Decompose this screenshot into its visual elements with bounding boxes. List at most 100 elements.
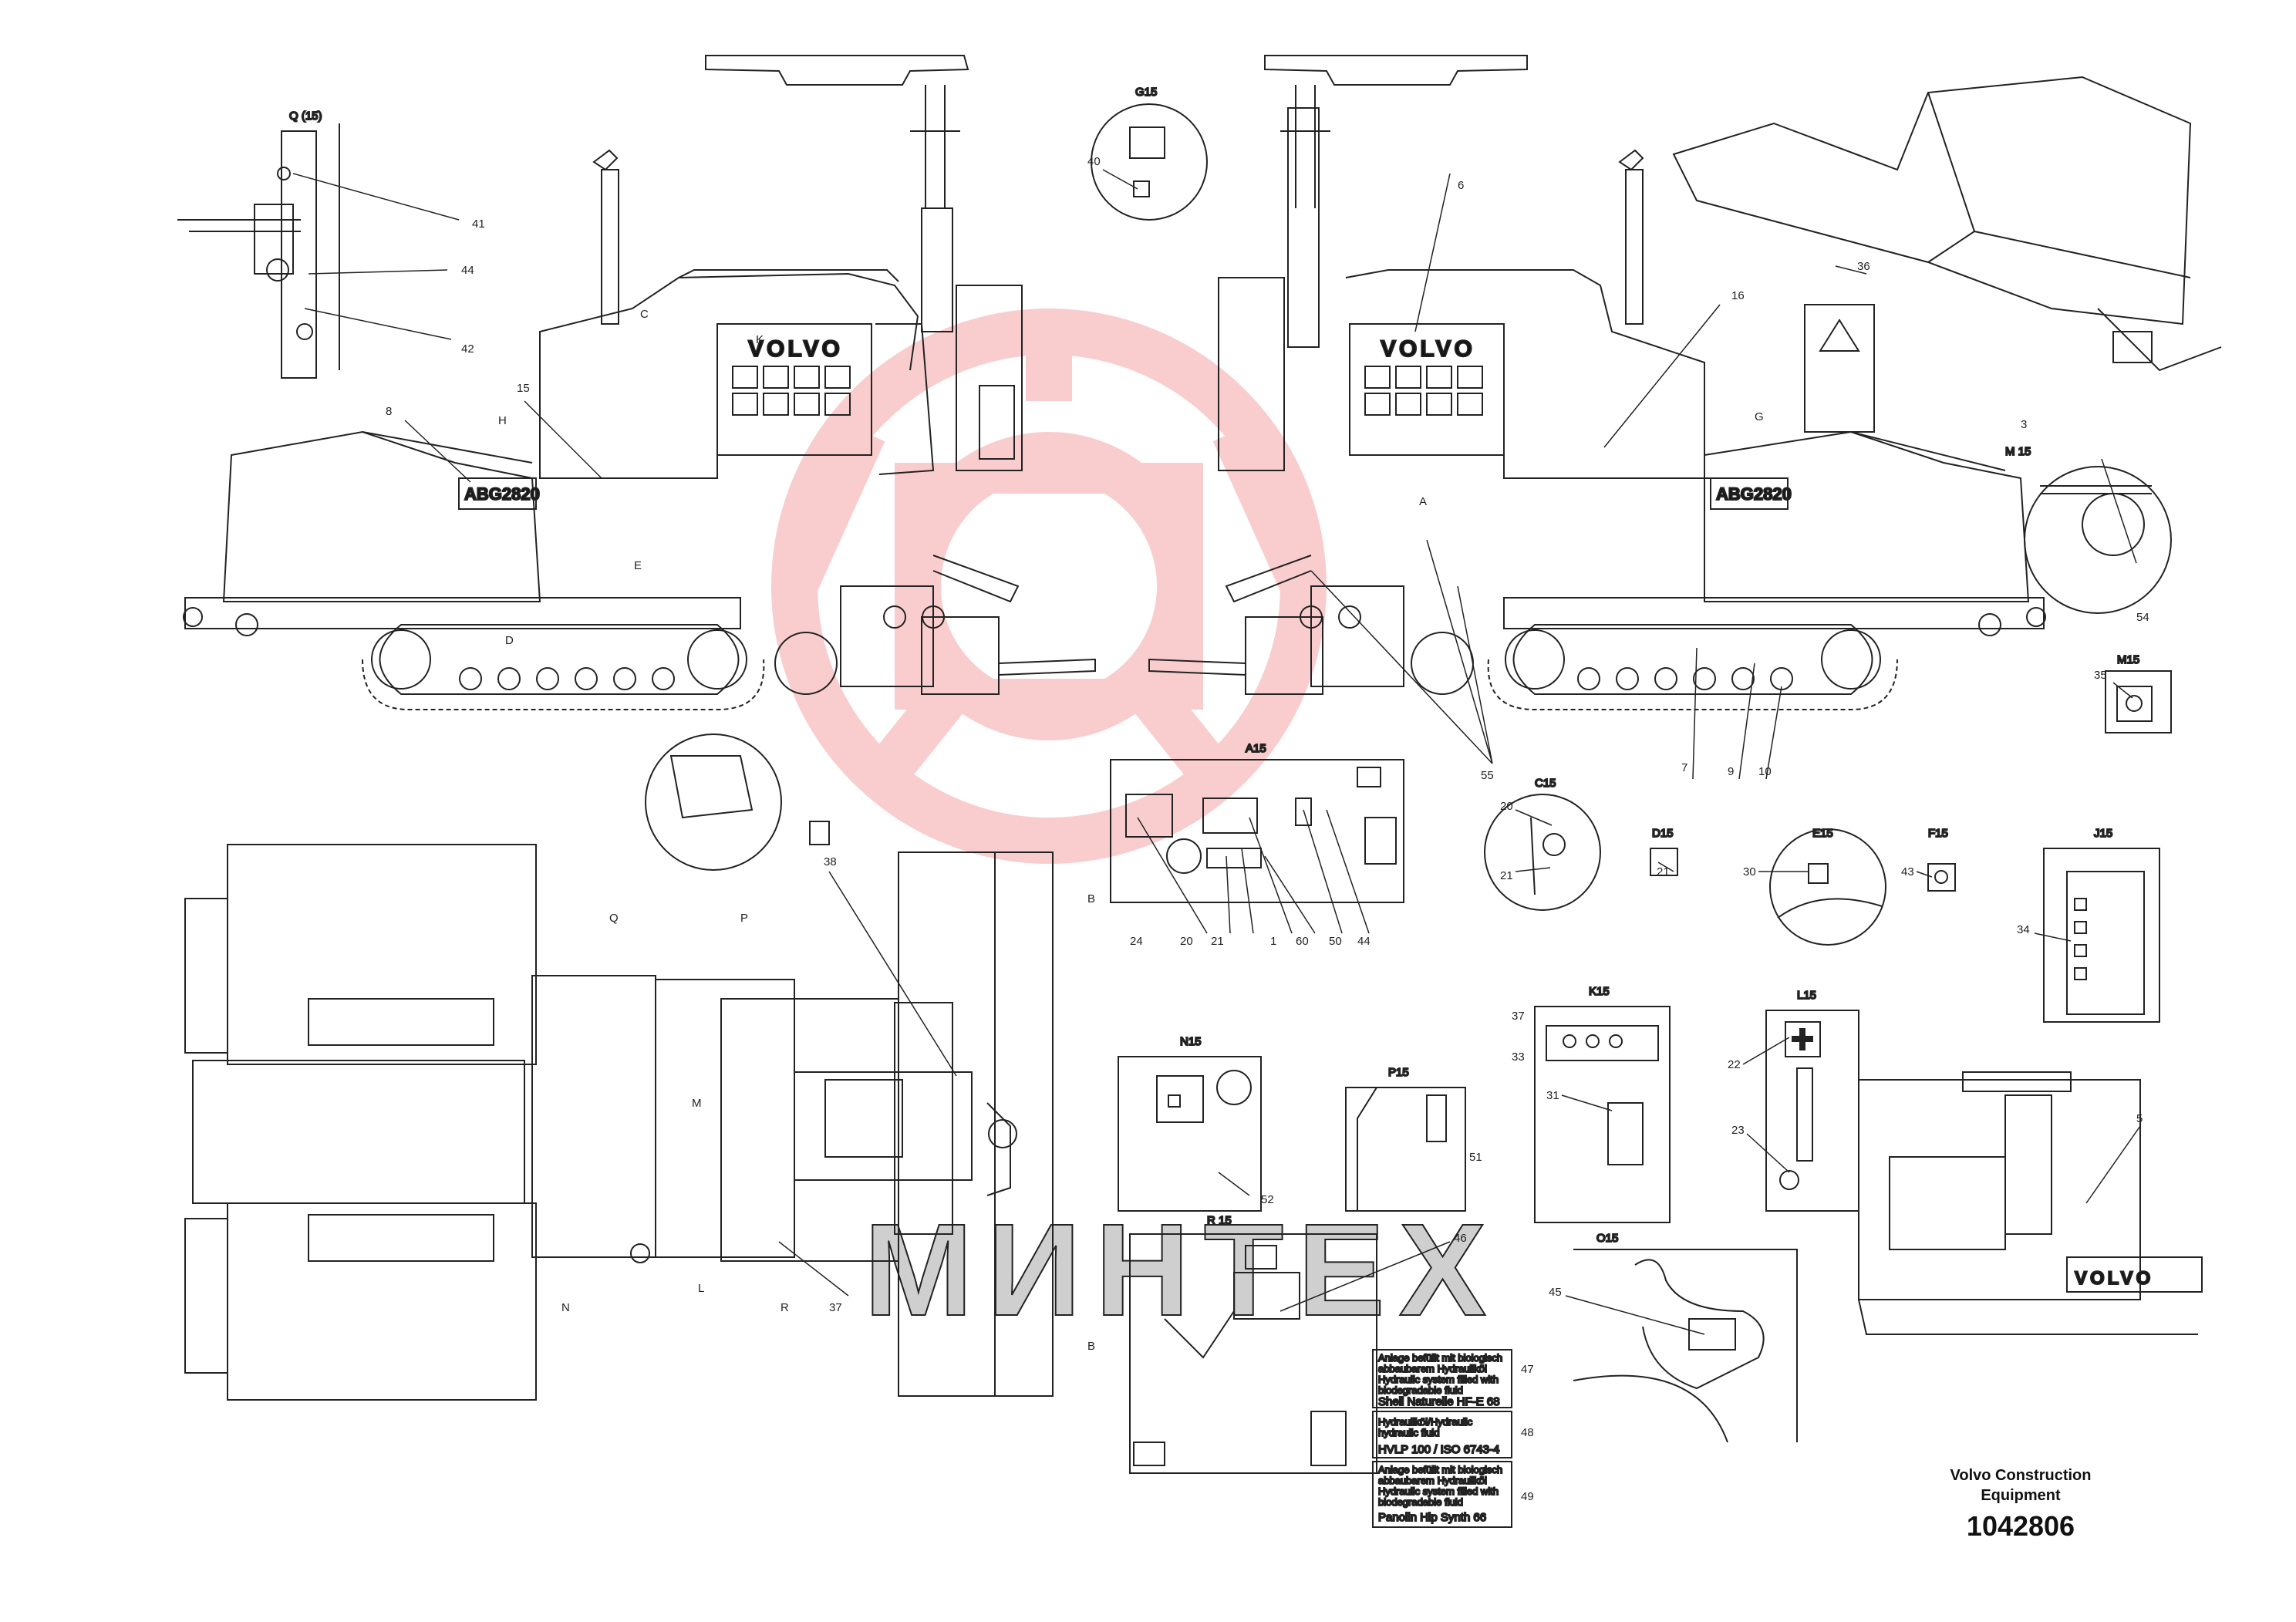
section-label-p15: P15: [1388, 1066, 1409, 1079]
callout-50: 50: [1329, 935, 1342, 948]
detail-view-f15: [1927, 863, 1956, 892]
drawing-number: 1042806: [1966, 1510, 2075, 1542]
detail-view-m15: [2024, 466, 2172, 614]
section-label-d15: D15: [1652, 827, 1674, 840]
detail-view-n15: [1118, 1056, 1262, 1212]
callout-40: 40: [1087, 155, 1101, 168]
section-label-m15: M 15: [2005, 445, 2031, 458]
view-marker-l: L: [698, 1282, 704, 1295]
decal-3-line1: Anlage befüllt mit biologisch: [1378, 1464, 1502, 1475]
right-control-panel: [1364, 366, 1483, 416]
right-machine-model: ABG2820: [1716, 484, 1792, 504]
section-label-a15: A15: [1246, 742, 1266, 755]
callout-38: 38: [824, 855, 837, 868]
machine-top-view: [184, 844, 1054, 1401]
s15-machine-brand: VOLVO: [2075, 1268, 2153, 1289]
detail-view-e15: [1769, 828, 1886, 946]
callout-41: 41: [472, 218, 485, 231]
callout-30: 30: [1743, 865, 1756, 878]
callout-24: 24: [1130, 935, 1143, 948]
decal-2-line2: hydraulic fluid: [1378, 1427, 1440, 1438]
detail-view-k15: [1534, 1006, 1671, 1223]
callout-44: 44: [461, 264, 474, 277]
decal-2-product: HVLP 100 / ISO 6743-4: [1378, 1443, 1499, 1456]
callout-47: 47: [1521, 1363, 1534, 1376]
decal-2-line1: Hydrauliköl/Hydraulic: [1378, 1416, 1473, 1428]
left-machine-brand: VOLVO: [748, 336, 843, 362]
company-name: Volvo Construction Equipment: [1950, 1467, 2092, 1504]
decal-3-product: Panolin Hlp Synth 66: [1378, 1511, 1486, 1524]
decal-1-line3: Hydraulic system filled with: [1378, 1374, 1499, 1385]
callout-21-d15: 21: [1657, 865, 1670, 878]
callout-22: 22: [1728, 1058, 1741, 1071]
decal-3-line4: biodegradable fluid: [1378, 1496, 1463, 1508]
callout-20-c15: 20: [1500, 800, 1513, 813]
view-marker-b-bottom: B: [1087, 1340, 1095, 1353]
left-control-panel: [732, 366, 851, 416]
section-label-r15: R 15: [1207, 1214, 1232, 1227]
callout-6: 6: [1458, 179, 1464, 192]
section-label-g15: G15: [1135, 86, 1157, 99]
section-label-c15: C15: [1535, 777, 1556, 790]
view-marker-m: M: [692, 1097, 702, 1110]
callout-34: 34: [2017, 923, 2030, 936]
watermark-text: МИНТЕХ: [864, 1197, 1500, 1344]
section-label-f15: F15: [1928, 827, 1948, 840]
section-label-n15: N15: [1180, 1035, 1202, 1048]
view-marker-d: D: [505, 634, 514, 647]
detail-view-m15-small: [2105, 670, 2172, 733]
callout-10: 10: [1758, 765, 1772, 778]
left-track-rollers: [371, 629, 747, 690]
right-machine-side-view: VOLVO ABG2820: [1148, 55, 2046, 710]
callout-31: 31: [1546, 1089, 1559, 1102]
section-label-k15: K15: [1589, 985, 1610, 998]
callout-55: 55: [1481, 769, 1494, 782]
view-marker-p: P: [740, 912, 748, 925]
decal-1-product: Shell Naturelle HF-E 68: [1378, 1395, 1500, 1408]
decal-1-line1: Anlage befüllt mit biologisch: [1378, 1352, 1502, 1364]
detail-view-g15: [1091, 103, 1208, 221]
detail-view-p15: [1345, 1087, 1466, 1212]
section-label-o15: O15: [1596, 1232, 1618, 1245]
detail-view-o15: [1573, 1249, 1798, 1443]
callout-15: 15: [517, 382, 530, 395]
callout-52: 52: [1261, 1193, 1274, 1206]
view-marker-g: G: [1755, 410, 1764, 423]
callout-8: 8: [386, 405, 392, 418]
detail-view-j15: [2043, 848, 2160, 1023]
view-marker-r: R: [781, 1301, 789, 1314]
decal-3-line2: abbaubarem Hydrauliköl: [1378, 1475, 1487, 1486]
callout-48: 48: [1521, 1426, 1534, 1439]
section-label-m15-small: M15: [2117, 653, 2139, 666]
watermark-gear-logo: [771, 309, 1327, 864]
detail-view-d15: [1650, 848, 1678, 876]
callout-36: 36: [1857, 260, 1870, 273]
view-marker-k: K: [756, 333, 764, 346]
callout-42: 42: [461, 342, 474, 356]
callout-20: 20: [1180, 935, 1193, 948]
callout-37: 37: [1512, 1010, 1525, 1023]
callout-45: 45: [1549, 1286, 1562, 1299]
callout-3: 3: [2021, 418, 2027, 431]
hydraulic-decals: [1372, 1349, 1512, 1528]
callout-33: 33: [1512, 1050, 1525, 1064]
view-marker-b-top: B: [1087, 892, 1095, 905]
left-machine-side-view: VOLVO ABG2820: [183, 55, 1096, 710]
side-sketch-s15: VOLVO: [1858, 1071, 2203, 1335]
view-marker-n: N: [561, 1301, 570, 1314]
right-track-rollers: [1505, 629, 1881, 690]
decal-1-line4: biodegradable fluid: [1378, 1384, 1463, 1396]
detail-view-r15: [1129, 1233, 1377, 1474]
view-marker-a: A: [1419, 495, 1427, 508]
decal-1-line2: abbaubarem Hydrauliköl: [1378, 1363, 1487, 1374]
callout-5: 5: [2136, 1112, 2143, 1125]
detail-view-l15: [1765, 1010, 1859, 1212]
view-marker-q: Q: [609, 912, 619, 925]
detail-view-q15: [177, 123, 340, 379]
callout-9: 9: [1728, 765, 1734, 778]
callout-51: 51: [1469, 1151, 1482, 1164]
isometric-hopper-sketch: [1672, 76, 2222, 433]
callout-leader-lines: [292, 169, 2141, 1335]
section-label-q15: Q (15): [289, 110, 322, 123]
left-machine-model: ABG2820: [464, 484, 540, 504]
